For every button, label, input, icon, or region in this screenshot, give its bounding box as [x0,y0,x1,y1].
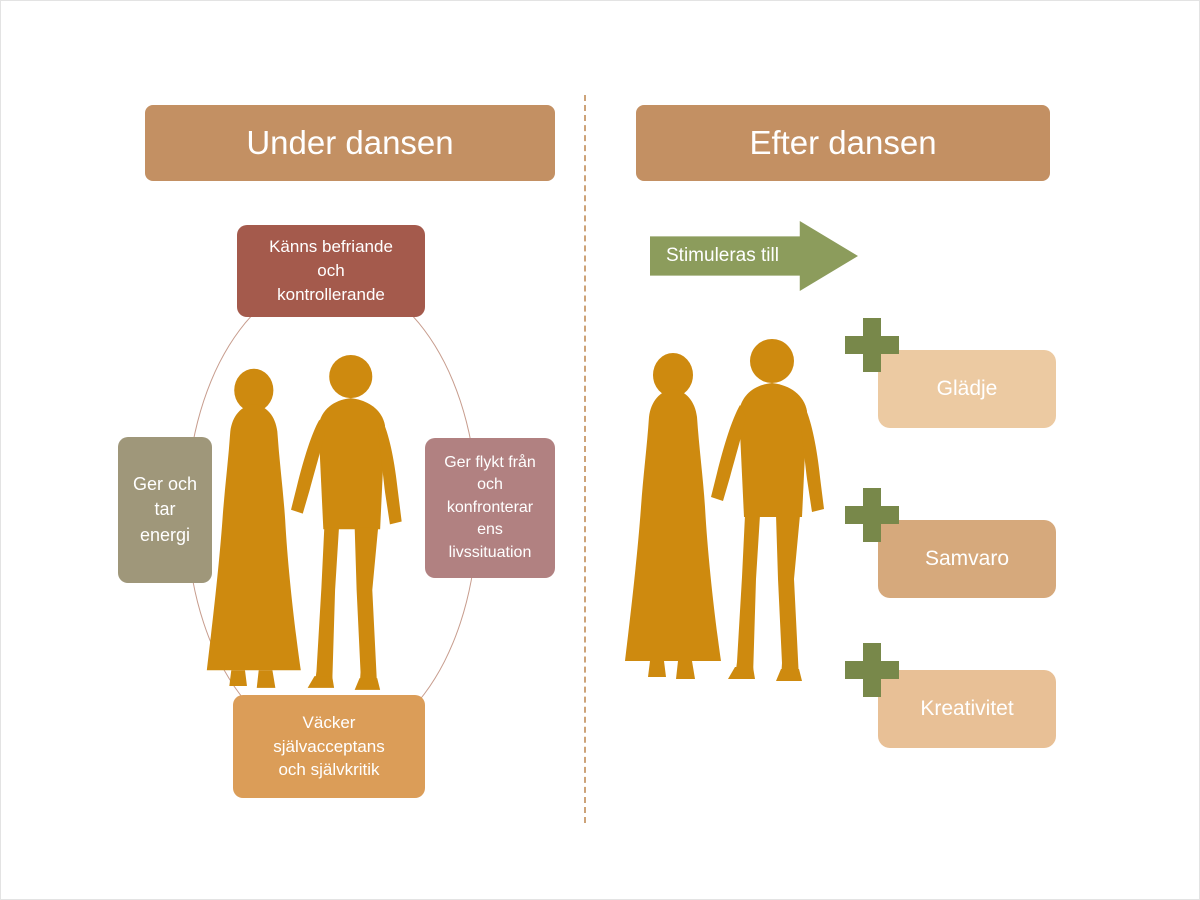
box-vacker-sjalvacceptans-label: Väcker självacceptans och självkritik [273,712,385,780]
item-box-kreativitet: Kreativitet [878,670,1056,748]
item-box-samvaro: Samvaro [878,520,1056,598]
stimuleras-arrow-label: Stimuleras till [666,245,779,266]
box-ger-och-tar-energi-label: Ger och tar energi [132,474,198,545]
plus-icon [845,488,899,542]
box-vacker-sjalvacceptans: Väcker självacceptans och självkritik [233,695,425,798]
plus-icon [845,318,899,372]
item-box-gladje: Glädje [878,350,1056,428]
box-kanns-befriande: Känns befriande och kontrollerande [237,225,425,317]
box-ger-flykt-label: Ger flykt från och konfronterar ens livs… [444,454,536,561]
stimuleras-arrow: Stimuleras till [650,221,858,291]
item-gladje-label: Glädje [936,377,998,400]
right-panel-title-label: Efter dansen [749,124,937,161]
plus-icon [845,643,899,697]
dancing-couple-silhouette [206,355,402,690]
item-kreativitet-label: Kreativitet [920,697,1014,720]
box-ger-och-tar-energi: Ger och tar energi [118,437,212,583]
box-ger-flykt: Ger flykt från och konfronterar ens livs… [425,438,555,578]
panel-divider [584,95,586,823]
item-samvaro-label: Samvaro [924,547,1010,570]
left-panel-title: Under dansen [145,105,555,181]
left-panel-title-label: Under dansen [246,124,454,161]
box-kanns-befriande-label: Känns befriande och kontrollerande [269,237,393,304]
dancing-couple-silhouette [625,339,824,681]
right-panel-title: Efter dansen [636,105,1050,181]
